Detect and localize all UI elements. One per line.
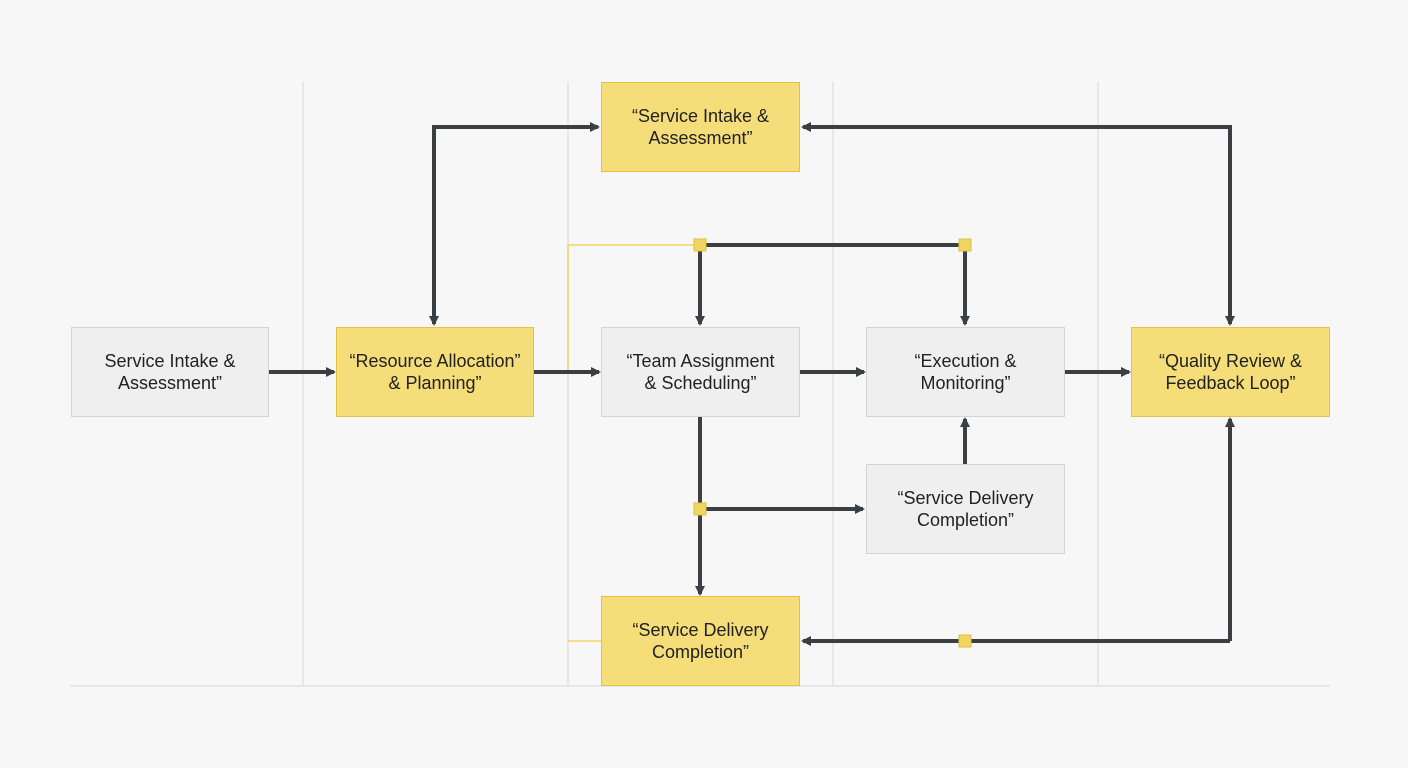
node-team-assignment[interactable]: “Team Assignment & Scheduling”	[601, 327, 800, 417]
arrow-resource-to-top-intake	[432, 122, 600, 324]
junction-marker	[693, 238, 707, 252]
node-service-delivery-mid[interactable]: “Service Delivery Completion”	[866, 464, 1065, 554]
junctions	[693, 238, 972, 648]
node-execution-monitoring[interactable]: “Execution & Monitoring”	[866, 327, 1065, 417]
junction-marker	[958, 634, 972, 648]
junction-marker	[693, 502, 707, 516]
junction-marker	[958, 238, 972, 252]
lane-dividers	[70, 82, 1330, 687]
node-service-intake-left[interactable]: Service Intake & Assessment”	[71, 327, 269, 417]
yellow-accent-line	[567, 244, 700, 372]
arrow-quality-to-top-intake	[801, 122, 1232, 324]
node-service-delivery-bottom[interactable]: “Service Delivery Completion”	[601, 596, 800, 686]
node-quality-review[interactable]: “Quality Review & Feedback Loop”	[1131, 327, 1330, 417]
node-resource-allocation[interactable]: “Resource Allocation” & Planning”	[336, 327, 534, 417]
yellow-accent-lines	[567, 244, 700, 642]
node-service-intake-top[interactable]: “Service Intake & Assessment”	[601, 82, 800, 172]
arrows	[269, 122, 1235, 646]
